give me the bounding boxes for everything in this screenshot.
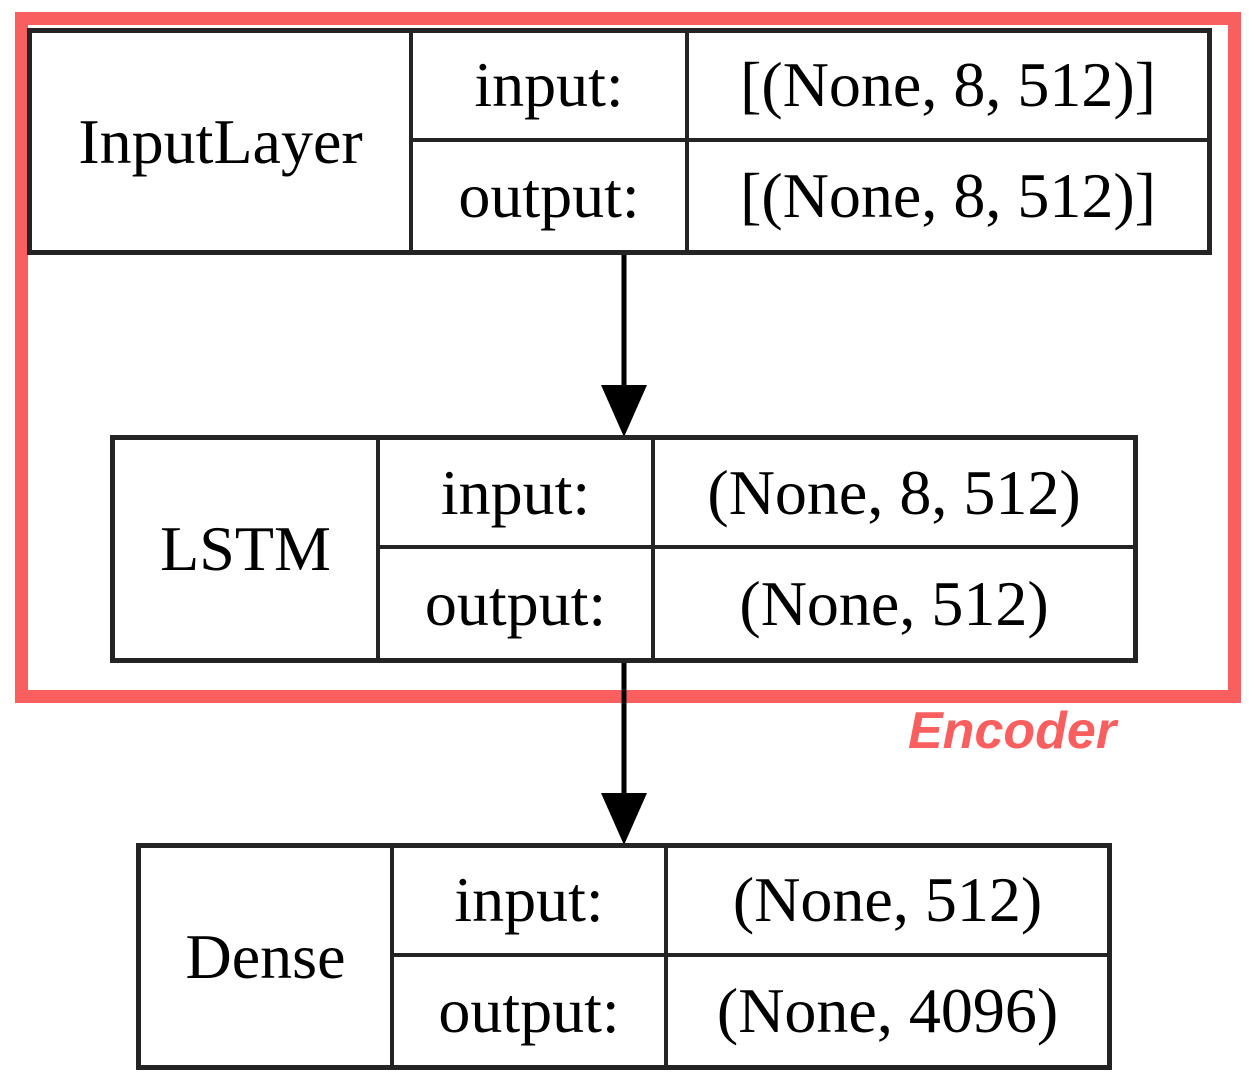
node-inputlayer: InputLayer input: [(None, 8, 512)] outpu… bbox=[27, 28, 1212, 255]
output-shape-value: (None, 512) bbox=[655, 549, 1133, 658]
output-shape-value: (None, 4096) bbox=[668, 956, 1107, 1065]
edge-inputlayer-to-lstm bbox=[601, 255, 647, 437]
node-dense: Dense input: (None, 512) output: (None, … bbox=[136, 843, 1112, 1070]
output-shape-value: [(None, 8, 512)] bbox=[689, 141, 1207, 250]
input-shape-value: (None, 8, 512) bbox=[655, 440, 1133, 549]
input-label: input: bbox=[380, 440, 655, 549]
edge-lstm-to-dense bbox=[601, 663, 647, 845]
output-label: output: bbox=[413, 141, 689, 250]
input-label: input: bbox=[394, 848, 668, 957]
arrow-shaft bbox=[621, 663, 627, 803]
input-shape-value: [(None, 8, 512)] bbox=[689, 33, 1207, 142]
input-label: input: bbox=[413, 33, 689, 142]
output-label: output: bbox=[380, 549, 655, 658]
output-label: output: bbox=[394, 956, 668, 1065]
arrow-head-icon bbox=[601, 385, 647, 437]
input-shape-value: (None, 512) bbox=[668, 848, 1107, 957]
layer-name: LSTM bbox=[115, 440, 380, 658]
layer-name: InputLayer bbox=[32, 33, 413, 250]
node-lstm: LSTM input: (None, 8, 512) output: (None… bbox=[110, 435, 1138, 663]
arrow-head-icon bbox=[601, 793, 647, 845]
layer-name: Dense bbox=[141, 848, 394, 1065]
encoder-group-box bbox=[15, 12, 1241, 703]
encoder-label: Encoder bbox=[908, 702, 1117, 760]
arrow-shaft bbox=[621, 255, 627, 395]
